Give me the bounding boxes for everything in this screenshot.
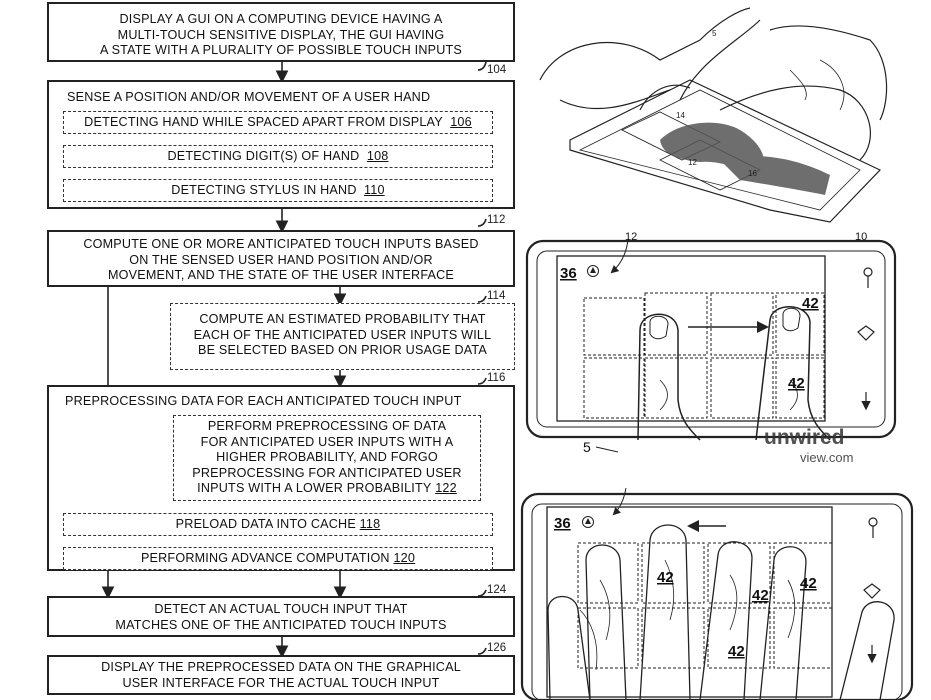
fig-bot-tile-a: 42 — [657, 569, 674, 586]
phone-frame-bottom — [522, 494, 912, 700]
fig-bot-tile-c: 42 — [752, 587, 769, 604]
fig-bot-tile-b: 42 — [800, 575, 817, 592]
fig-bot-tile-count: 36 — [554, 515, 571, 532]
fig-bot-tile-d: 42 — [728, 643, 745, 660]
